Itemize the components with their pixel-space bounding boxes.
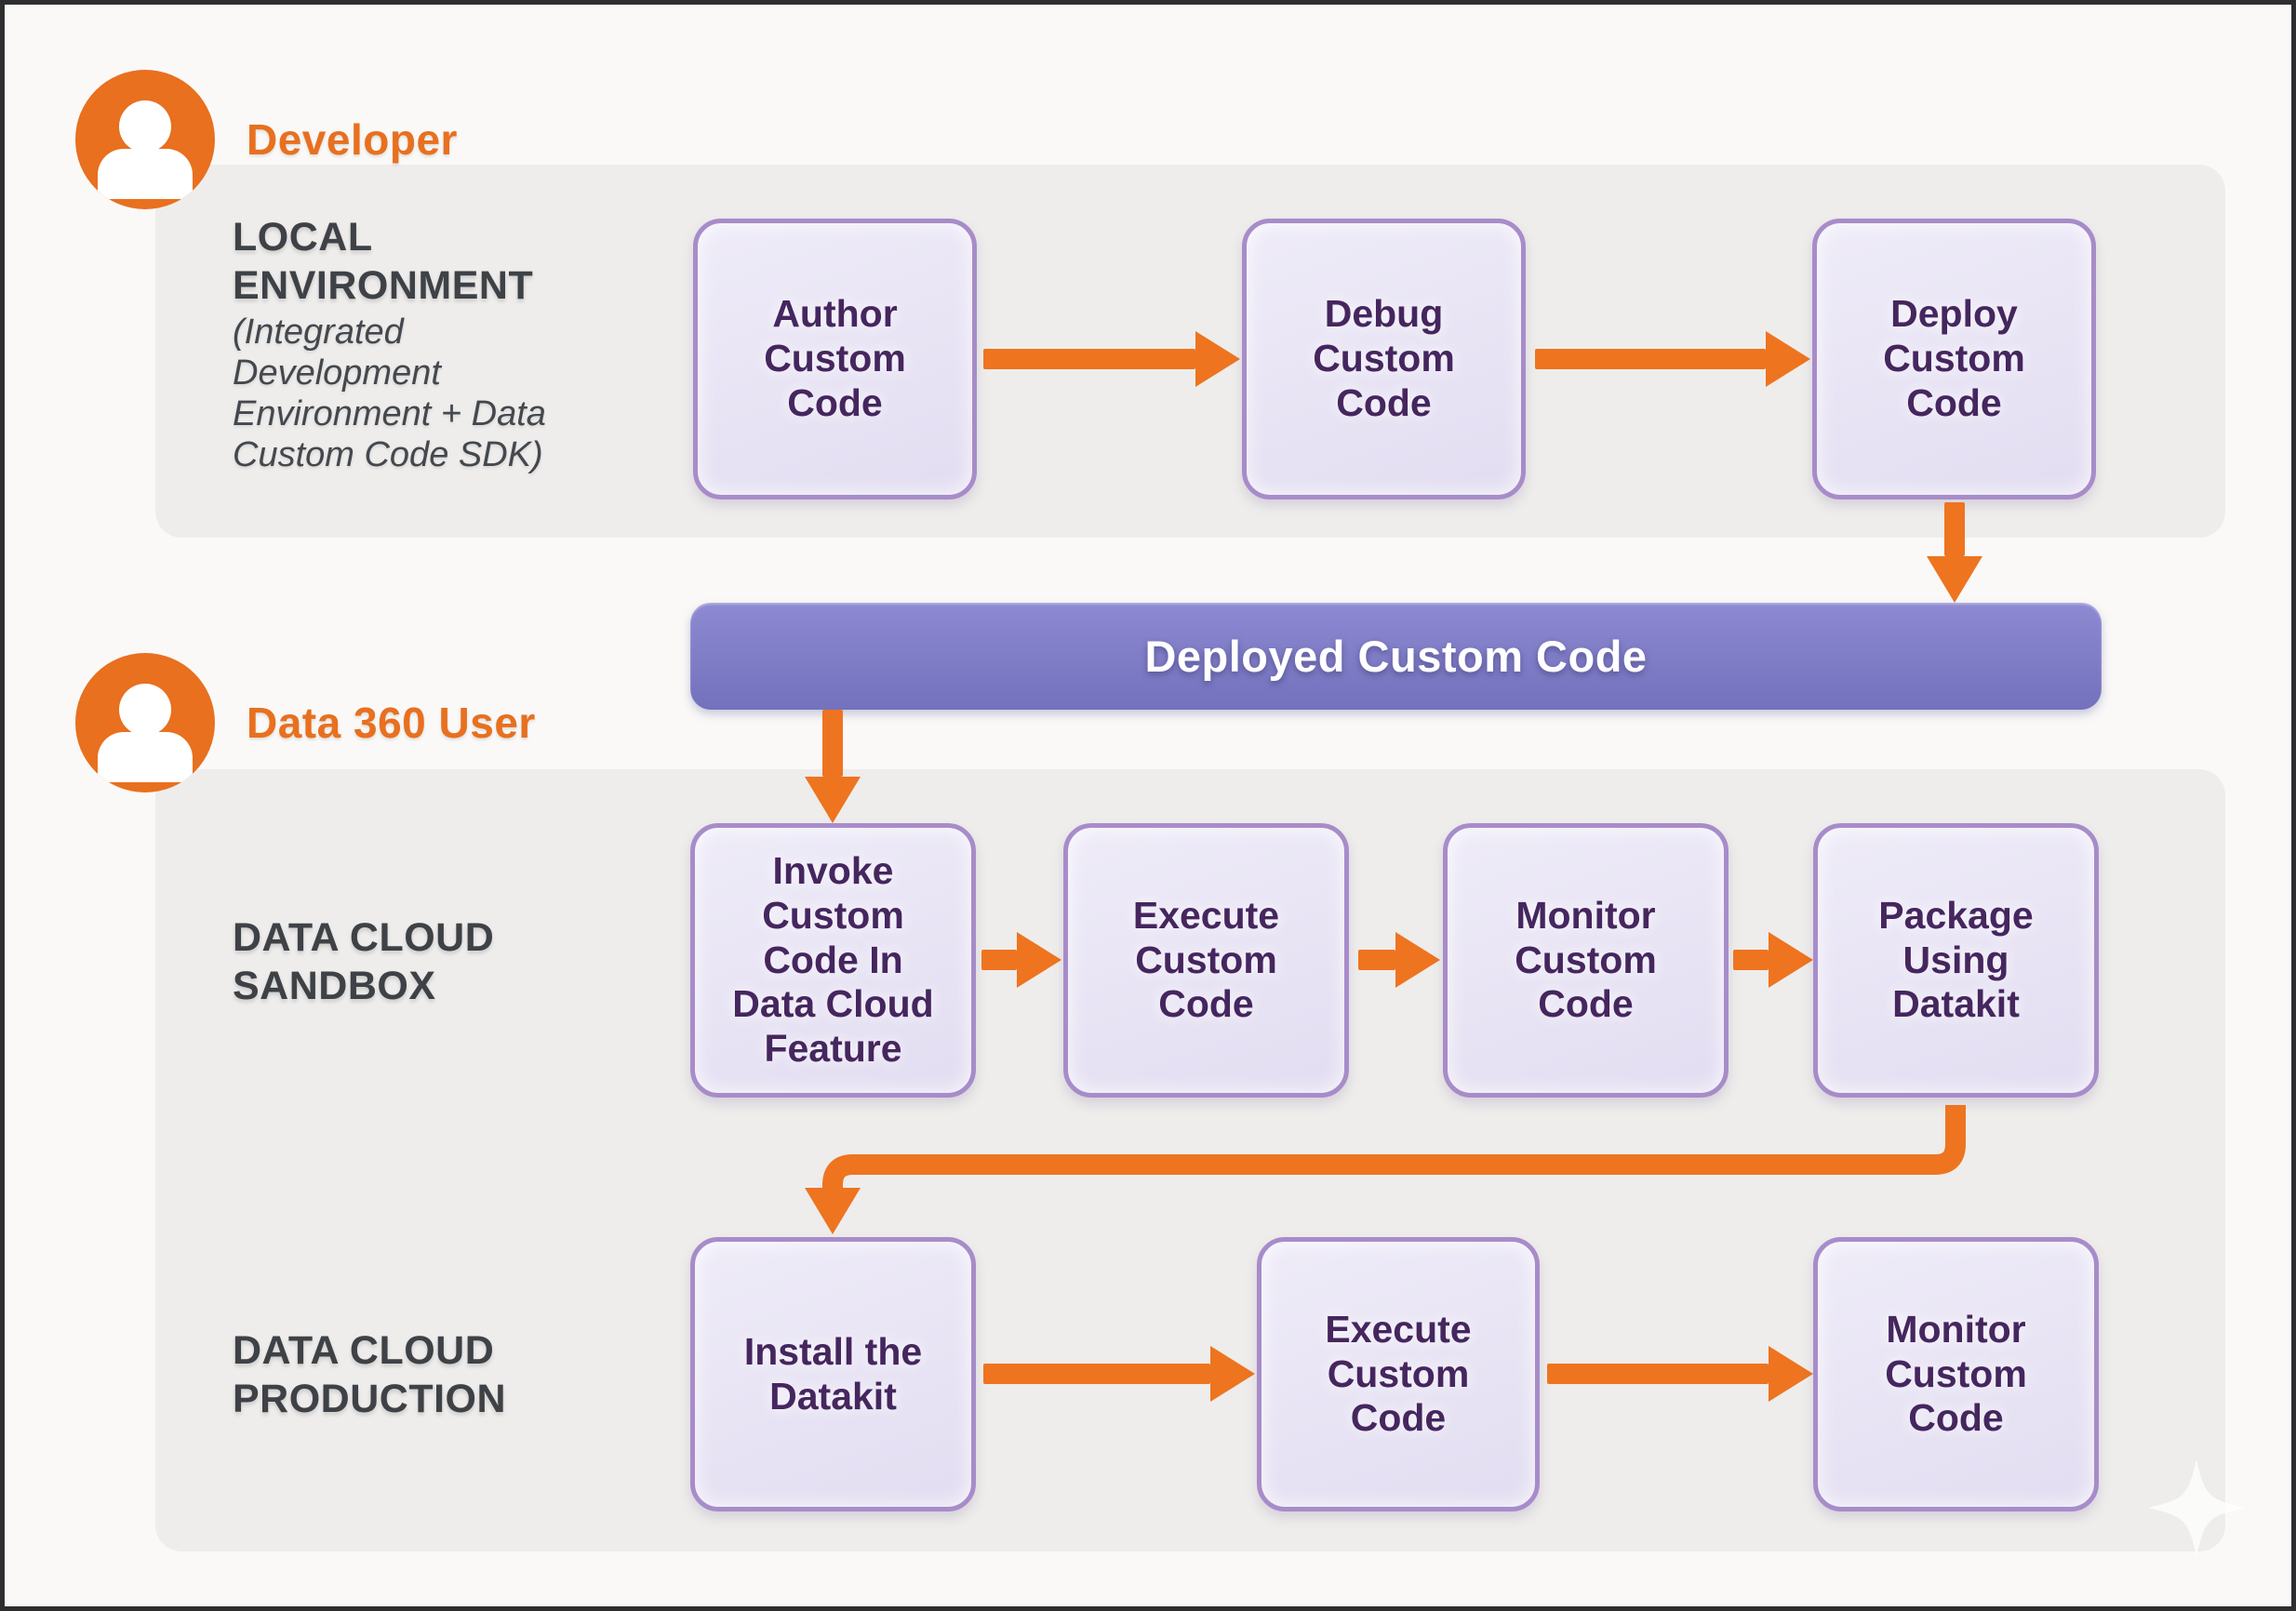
actor-data360-user: Data 360 User xyxy=(75,653,536,792)
node-monitor-custom-code-sandbox: Monitor Custom Code xyxy=(1443,823,1729,1098)
developer-label: Developer xyxy=(247,115,458,164)
node-install-the-datakit: Install the Datakit xyxy=(690,1237,976,1511)
local-environment-title: LOCAL ENVIRONMENT xyxy=(233,215,534,308)
node-debug-custom-code: Debug Custom Code xyxy=(1242,219,1526,499)
local-environment-subtitle: (Integrated Development Environment + Da… xyxy=(233,313,546,475)
data-cloud-production-label: DATA CLOUD PRODUCTION xyxy=(233,1328,507,1421)
data360-user-label: Data 360 User xyxy=(247,699,536,747)
deployed-custom-code-banner: Deployed Custom Code xyxy=(690,603,2102,710)
arrow-debug-to-deploy xyxy=(1535,349,1766,369)
person-icon xyxy=(75,70,215,209)
arrow-execute-to-monitor xyxy=(1358,950,1395,970)
data-cloud-sandbox-label: DATA CLOUD SANDBOX xyxy=(233,915,495,1008)
arrow-banner-to-invoke xyxy=(822,710,843,777)
arrow-invoke-to-execute xyxy=(981,950,1017,970)
arrow-deploy-to-banner xyxy=(1944,502,1965,556)
node-deploy-custom-code: Deploy Custom Code xyxy=(1812,219,2096,499)
node-execute-custom-code-sandbox: Execute Custom Code xyxy=(1063,823,1349,1098)
node-package-using-datakit: Package Using Datakit xyxy=(1813,823,2099,1098)
node-author-custom-code: Author Custom Code xyxy=(693,219,977,499)
node-monitor-custom-code-production: Monitor Custom Code xyxy=(1813,1237,2099,1511)
arrow-install-to-execute xyxy=(983,1364,1210,1384)
node-invoke-custom-code: Invoke Custom Code In Data Cloud Feature xyxy=(690,823,976,1098)
arrow-execute-to-monitor-production xyxy=(1547,1364,1769,1384)
node-execute-custom-code-production: Execute Custom Code xyxy=(1257,1237,1540,1511)
actor-developer: Developer xyxy=(75,70,458,209)
arrow-monitor-to-package xyxy=(1733,950,1769,970)
arrow-author-to-debug xyxy=(983,349,1195,369)
person-icon xyxy=(75,653,215,792)
